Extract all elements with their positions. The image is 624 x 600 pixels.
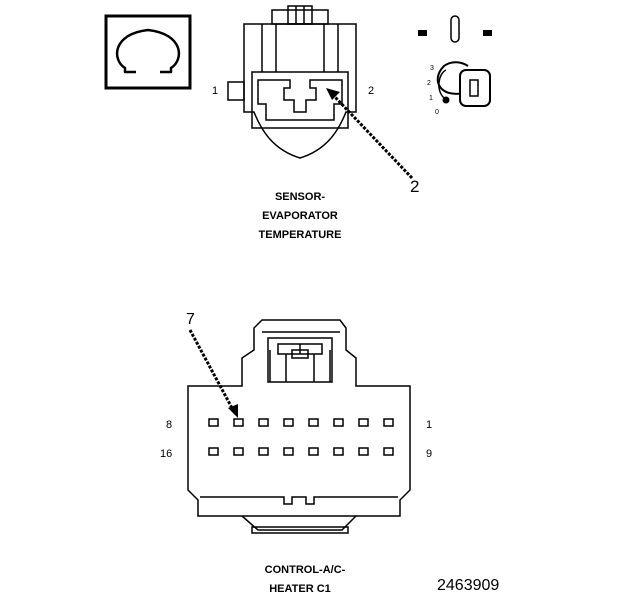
cavity-15: [233, 447, 244, 456]
cavity-row-bottom: [208, 447, 394, 456]
control-title-line1: CONTROL-A/C-: [265, 564, 346, 576]
cavity-10: [358, 447, 369, 456]
cavity-8: [208, 418, 219, 427]
cavity-16: [208, 447, 219, 456]
sensor-callout-arrow: [326, 88, 414, 180]
cavity-row-top: [208, 418, 394, 427]
cavity-4: [308, 418, 319, 427]
cavity-5: [283, 418, 294, 427]
control-title-line2: HEATER C1: [269, 583, 331, 595]
sensor-callout-number: 2: [410, 177, 419, 196]
cavity-14: [258, 447, 269, 456]
key-position-0: 0: [435, 109, 439, 116]
row2-right-label: 9: [426, 448, 432, 460]
cavity-3: [333, 418, 344, 427]
sensor-title-line1: SENSOR-: [275, 191, 325, 203]
key-position-1: 1: [429, 95, 433, 102]
cavity-6: [258, 418, 269, 427]
control-callout-arrow: [188, 329, 238, 418]
cavity-2: [358, 418, 369, 427]
cavity-9: [383, 447, 394, 456]
cavity-13: [283, 447, 294, 456]
ohm-icon: [104, 14, 192, 90]
row2-left-label: 16: [160, 448, 172, 460]
cavity-11: [333, 447, 344, 456]
cavity-12: [308, 447, 319, 456]
sensor-connector: [227, 5, 357, 159]
row1-right-label: 1: [426, 419, 432, 431]
cavity-1: [383, 418, 394, 427]
key-position-3: 3: [430, 65, 434, 72]
sensor-pin-2-label: 2: [368, 85, 374, 97]
key-position-2: 2: [427, 80, 431, 87]
figure-number: 2463909: [437, 577, 499, 594]
ignition-key-icon: [418, 15, 492, 107]
control-callout-number: 7: [186, 311, 195, 328]
cavity-7: [233, 418, 244, 427]
sensor-title-line3: TEMPERATURE: [259, 229, 342, 241]
row1-left-label: 8: [166, 419, 172, 431]
sensor-pin-1-label: 1: [212, 85, 218, 97]
control-connector: [187, 319, 411, 534]
sensor-title-line2: EVAPORATOR: [262, 210, 338, 222]
